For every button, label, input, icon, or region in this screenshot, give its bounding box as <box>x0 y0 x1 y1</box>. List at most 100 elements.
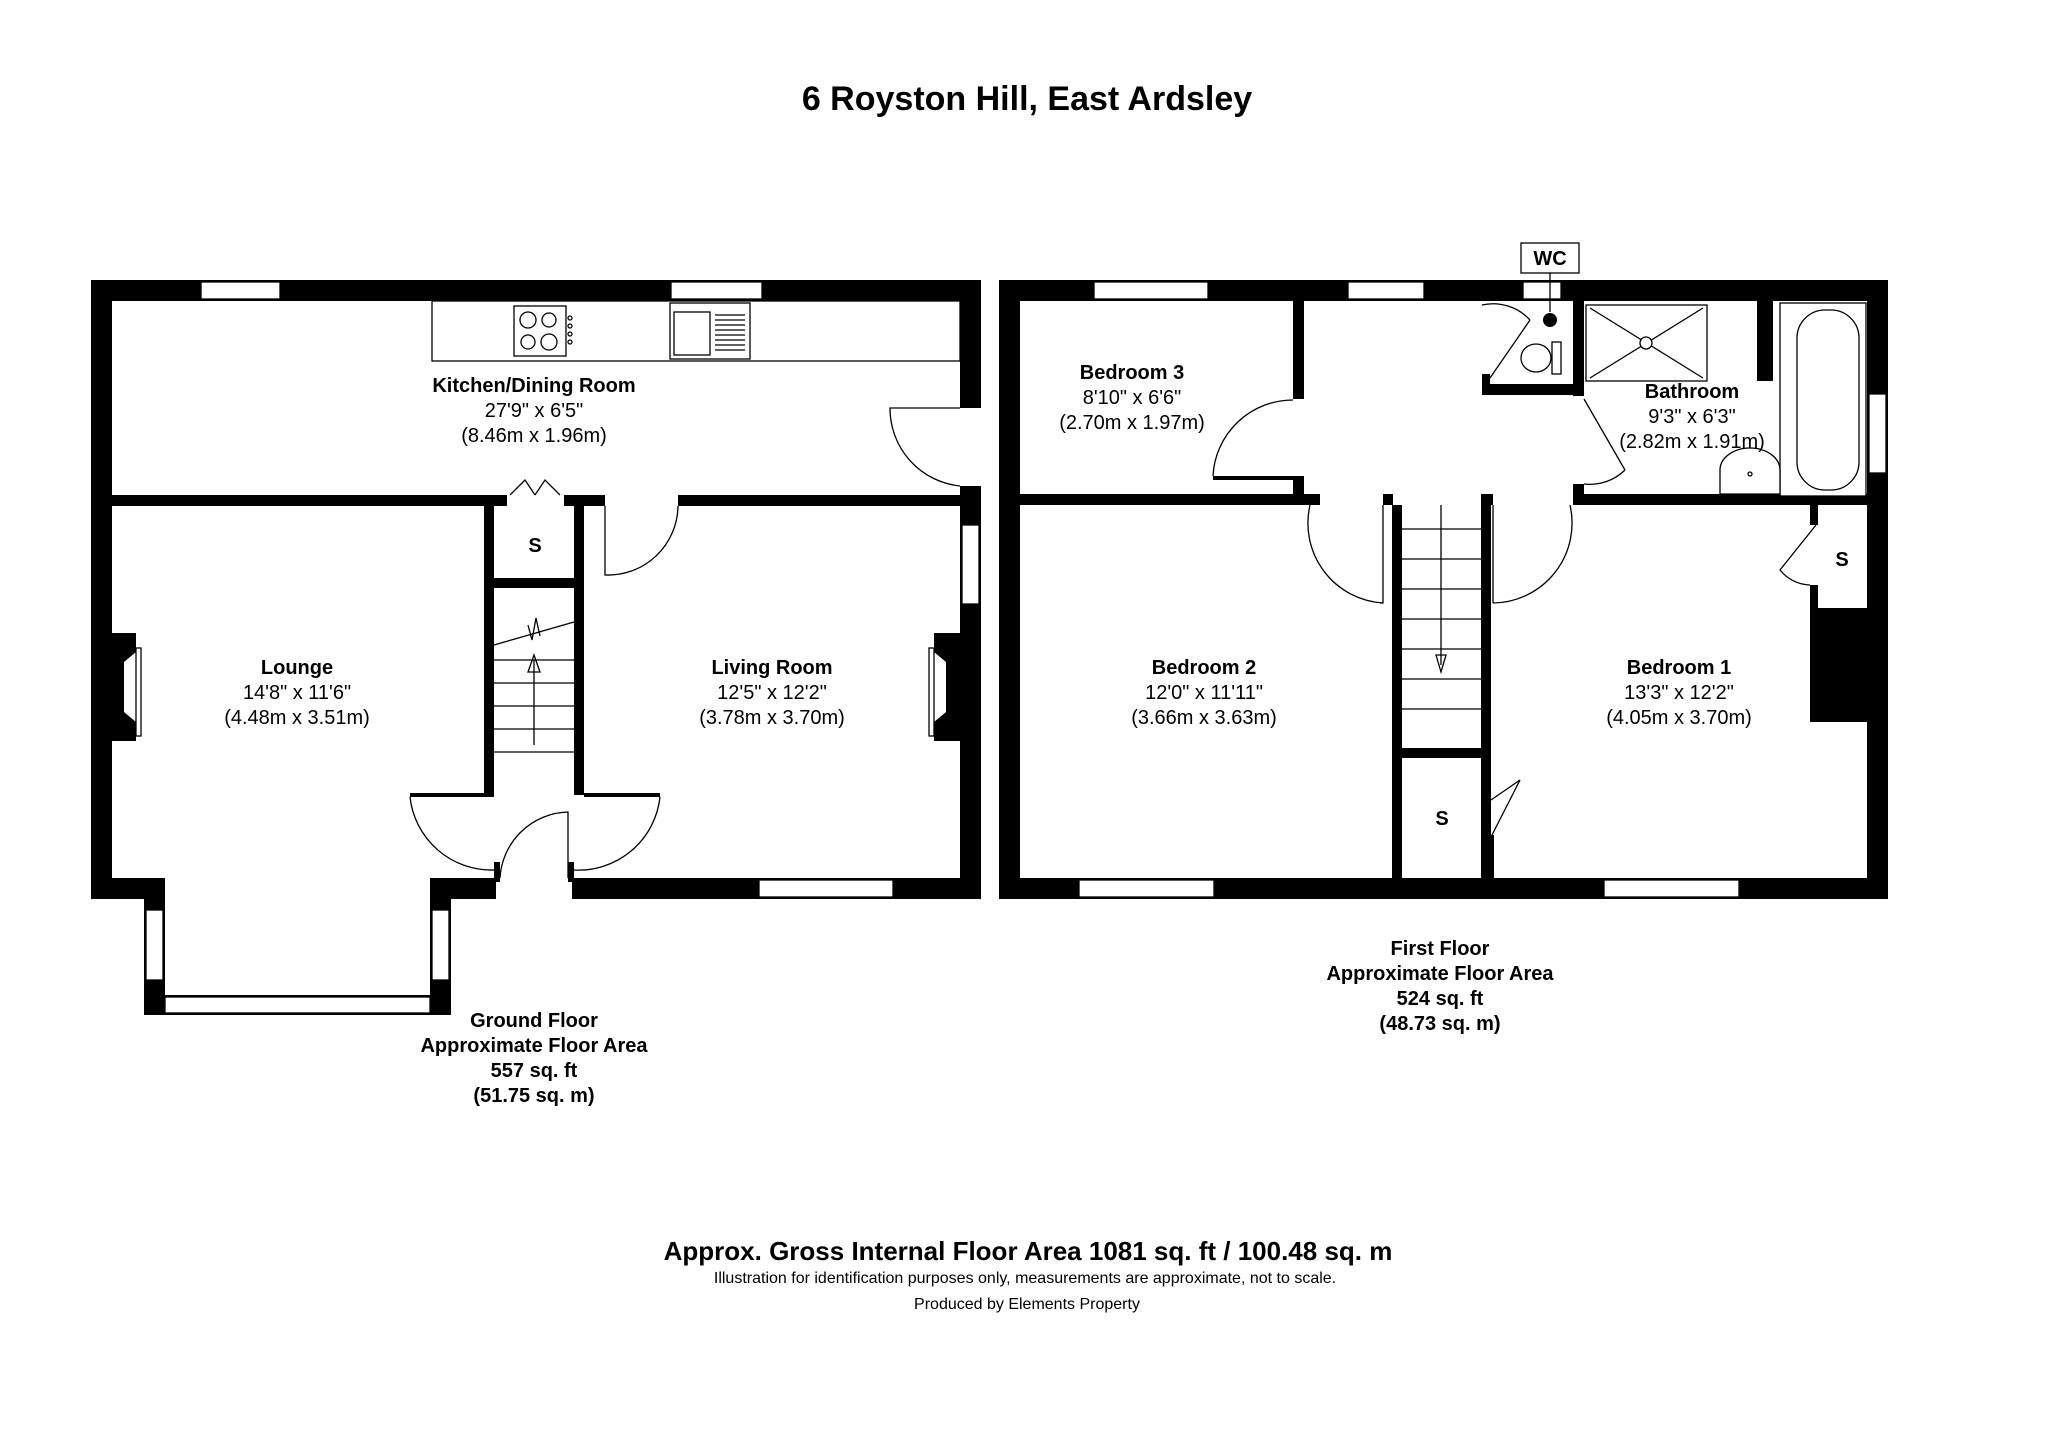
wall <box>1482 374 1490 390</box>
svg-text:Bedroom 2: Bedroom 2 <box>1152 657 1256 679</box>
room-lounge: Lounge 14'8" x 11'6" (4.48m x 3.51m) <box>224 657 370 729</box>
sink-icon <box>669 302 751 360</box>
wall <box>999 280 1888 301</box>
first-floor-plan: WC Bedroom 3 8'10" x 6'6" (2.70m x 1.97m… <box>999 242 1888 1035</box>
hearth <box>135 647 142 737</box>
wall <box>1392 505 1402 878</box>
chimney-breast <box>1810 608 1867 722</box>
cupboard-door <box>1779 524 1817 586</box>
svg-text:(48.73 sq. m): (48.73 sq. m) <box>1379 1013 1500 1035</box>
wc-sign: WC <box>1520 242 1580 312</box>
svg-text:Bedroom 1: Bedroom 1 <box>1627 657 1731 679</box>
page-title: 6 Royston Hill, East Ardsley <box>802 80 1252 118</box>
window <box>164 996 431 1014</box>
wall <box>410 793 494 797</box>
svg-text:13'3" x 12'2": 13'3" x 12'2" <box>1624 682 1734 704</box>
wc-toilet-icon <box>1520 313 1562 375</box>
window <box>145 909 164 981</box>
wall <box>568 862 574 882</box>
svg-text:(3.66m x 3.63m): (3.66m x 3.63m) <box>1131 707 1277 729</box>
window <box>1603 879 1740 898</box>
wall <box>1020 494 1320 505</box>
svg-text:524 sq. ft: 524 sq. ft <box>1397 988 1484 1010</box>
wall <box>1573 301 1584 396</box>
cupboard-door <box>1490 779 1521 838</box>
storage-label: S <box>528 535 541 557</box>
svg-text:Ground Floor: Ground Floor <box>470 1010 598 1032</box>
shower-tray-icon <box>1585 304 1708 382</box>
wall <box>1757 301 1773 381</box>
door <box>604 505 679 576</box>
svg-text:557 sq. ft: 557 sq. ft <box>491 1060 578 1082</box>
wall <box>1293 301 1304 399</box>
svg-text:12'5" x 12'2": 12'5" x 12'2" <box>717 682 827 704</box>
wall <box>1481 494 1493 505</box>
svg-text:Lounge: Lounge <box>261 657 333 679</box>
hearth <box>928 647 935 737</box>
window <box>431 909 450 981</box>
wall <box>494 578 574 588</box>
svg-text:12'0" x 11'11": 12'0" x 11'11" <box>1145 682 1263 704</box>
room-bathroom: Bathroom 9'3" x 6'3" (2.82m x 1.91m) <box>1619 381 1765 453</box>
wall <box>1293 476 1304 505</box>
svg-text:First Floor: First Floor <box>1391 938 1490 960</box>
window <box>1522 281 1562 300</box>
room-bedroom-1: Bedroom 1 13'3" x 12'2" (4.05m x 3.70m) <box>1606 657 1752 729</box>
staircase <box>493 617 575 753</box>
svg-text:(2.82m x 1.91m): (2.82m x 1.91m) <box>1619 431 1765 453</box>
svg-text:Living Room: Living Room <box>711 657 832 679</box>
window <box>1347 281 1425 300</box>
basin-icon <box>1719 447 1781 495</box>
wall <box>574 495 584 795</box>
ground-floor-plan: Kitchen/Dining Room 27'9" x 6'5" (8.46m … <box>91 280 981 1107</box>
bath-icon <box>1779 302 1867 497</box>
wall <box>484 495 494 795</box>
wall <box>494 862 500 882</box>
wall <box>1573 484 1584 505</box>
wall <box>678 495 960 506</box>
ground-floor-area: Ground Floor Approximate Floor Area 557 … <box>420 1010 648 1107</box>
window <box>961 524 980 605</box>
wall <box>1489 835 1494 878</box>
wall <box>564 495 605 506</box>
wall <box>1867 280 1888 899</box>
svg-text:Approximate Floor Area: Approximate Floor Area <box>1326 963 1554 985</box>
svg-text:8'10" x 6'6": 8'10" x 6'6" <box>1083 387 1182 409</box>
wall <box>1481 505 1491 878</box>
wall <box>999 280 1020 899</box>
fireplace <box>112 633 136 741</box>
storage-label: S <box>1835 549 1848 571</box>
wall <box>112 495 507 506</box>
room-living-room: Living Room 12'5" x 12'2" (3.78m x 3.70m… <box>699 657 845 729</box>
svg-text:9'3" x 6'3": 9'3" x 6'3" <box>1648 406 1735 428</box>
wall <box>1810 505 1818 525</box>
producer: Produced by Elements Property <box>914 1296 1140 1313</box>
door <box>1212 399 1294 477</box>
door <box>573 796 661 871</box>
svg-text:(4.48m x 3.51m): (4.48m x 3.51m) <box>224 707 370 729</box>
svg-text:Bedroom 3: Bedroom 3 <box>1080 362 1184 384</box>
wall <box>1482 384 1573 395</box>
disclaimer: Illustration for identification purposes… <box>714 1270 1336 1287</box>
wall <box>1573 494 1867 505</box>
svg-text:(8.46m x 1.96m): (8.46m x 1.96m) <box>461 425 607 447</box>
front-door <box>499 811 569 879</box>
svg-text:(3.78m x 3.70m): (3.78m x 3.70m) <box>699 707 845 729</box>
fireplace <box>934 633 960 741</box>
door <box>889 407 961 487</box>
window <box>1868 393 1887 474</box>
wall <box>1213 476 1293 480</box>
window <box>670 281 763 300</box>
wall <box>1383 494 1393 505</box>
gross-area: Approx. Gross Internal Floor Area 1081 s… <box>664 1236 1393 1266</box>
wall <box>91 280 112 899</box>
door <box>1583 398 1626 486</box>
svg-text:WC: WC <box>1533 248 1566 270</box>
room-bedroom-2: Bedroom 2 12'0" x 11'11" (3.66m x 3.63m) <box>1131 657 1277 729</box>
first-floor-area: First Floor Approximate Floor Area 524 s… <box>1326 938 1554 1035</box>
cupboard-door <box>509 478 561 496</box>
svg-text:Approximate Floor Area: Approximate Floor Area <box>420 1035 648 1057</box>
door <box>1492 504 1573 604</box>
wall <box>960 280 981 408</box>
